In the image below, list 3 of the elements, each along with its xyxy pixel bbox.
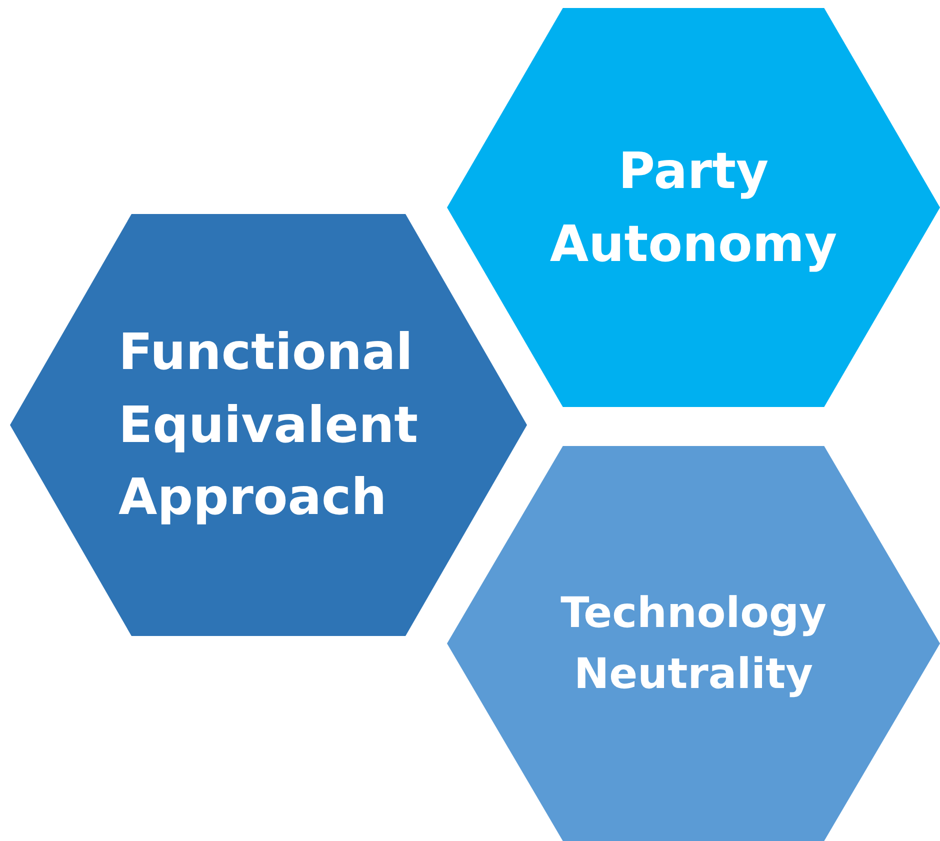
- hexagon-label: Party Autonomy: [548, 141, 838, 274]
- hexagon-label: Technology Neutrality: [560, 586, 828, 700]
- hexagon-label: Functional Equivalent Approach: [118, 322, 418, 528]
